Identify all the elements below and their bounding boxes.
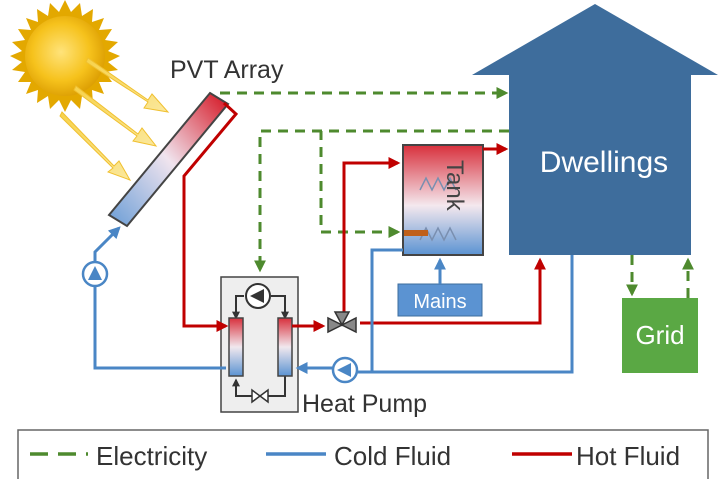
sun-rays <box>59 57 170 181</box>
return-pump-icon <box>331 356 359 384</box>
tank-label: Tank <box>441 160 468 212</box>
collector-pump-icon <box>81 260 109 288</box>
heat-pump-label: Heat Pump <box>302 390 427 418</box>
legend-hot-fluid-label: Hot Fluid <box>576 441 680 471</box>
tank-heating-element <box>404 230 428 236</box>
evaporator-exchanger <box>228 317 244 377</box>
legend-cold-fluid-label: Cold Fluid <box>334 441 451 471</box>
legend-electricity-label: Electricity <box>96 441 207 471</box>
dwellings-house <box>472 4 718 255</box>
tank <box>402 144 484 256</box>
pvt-array-panel <box>107 91 230 228</box>
expansion-valve-icon <box>251 388 262 404</box>
condenser-exchanger <box>277 317 293 377</box>
legend: Electricity Cold Fluid Hot Fluid <box>17 429 709 479</box>
grid-label: Grid <box>635 320 684 350</box>
grid-box <box>622 298 698 373</box>
mains-label: Mains <box>413 291 466 313</box>
cold-fluid-lines <box>93 226 574 374</box>
hot-fluid-lines <box>182 101 546 332</box>
three-way-valve-icon <box>327 311 357 334</box>
dwellings-label: Dwellings <box>540 146 668 179</box>
legend-box <box>17 429 709 479</box>
heat-pump-internals <box>228 283 293 404</box>
tank-coil <box>419 176 457 192</box>
sun-icon <box>10 0 120 112</box>
electricity-lines <box>220 87 694 298</box>
pvt-array-label: PVT Array <box>170 56 284 84</box>
